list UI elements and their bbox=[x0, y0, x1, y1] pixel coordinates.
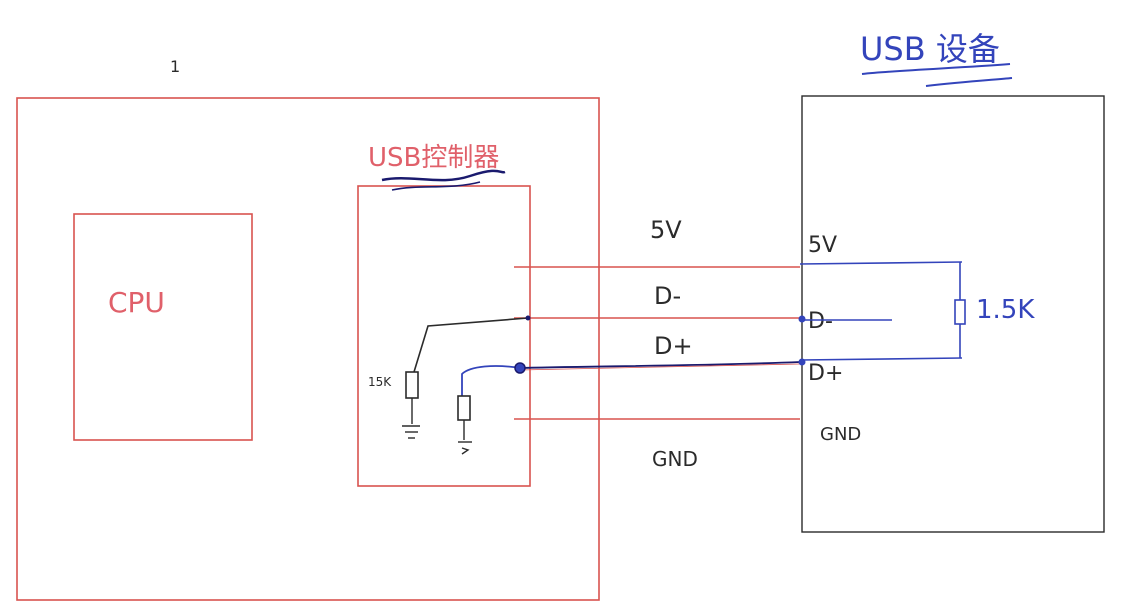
usb-device-box bbox=[801, 95, 1105, 533]
cpu-box bbox=[73, 213, 253, 441]
device-dplus-rail bbox=[799, 357, 963, 361]
pulldown-resistor-dminus bbox=[405, 371, 419, 399]
wire-label-5v: 5V bbox=[650, 216, 682, 244]
wire-dplus bbox=[519, 361, 801, 369]
pulldown-dplus-wire bbox=[461, 365, 521, 396]
device-label-dminus: D- bbox=[808, 309, 833, 334]
usb-controller-box bbox=[357, 185, 531, 487]
usb-controller-underline bbox=[381, 169, 506, 182]
host-box bbox=[16, 97, 600, 601]
pullup-label: 1.5K bbox=[976, 295, 1035, 325]
cpu-label: CPU bbox=[108, 286, 165, 319]
tick-mark: 1 bbox=[170, 57, 180, 76]
pulldown-resistor-dplus bbox=[457, 395, 471, 421]
pulldown-label: 15K bbox=[368, 375, 392, 389]
wire-label-dplus: D+ bbox=[654, 332, 693, 360]
usb-device-underline-2 bbox=[925, 77, 1013, 87]
device-label-5v: 5V bbox=[808, 233, 837, 258]
device-5v-rail bbox=[799, 261, 963, 265]
usb-device-title: USB 设备 bbox=[860, 30, 1000, 68]
wire-label-gnd: GND bbox=[652, 447, 698, 471]
device-label-dplus: D+ bbox=[808, 361, 843, 386]
pulldown-dminus-wire bbox=[413, 317, 529, 373]
wire-dplus-shadow bbox=[519, 363, 801, 371]
device-dminus-node bbox=[798, 315, 806, 323]
wire-label-dminus: D- bbox=[654, 282, 681, 310]
usb-controller-underline-2 bbox=[391, 181, 481, 191]
usb-device-underline-1 bbox=[861, 63, 1011, 75]
device-label-gnd: GND bbox=[820, 424, 861, 445]
device-dplus-node bbox=[798, 358, 806, 366]
ground-icon-dplus bbox=[458, 441, 472, 455]
pullup-resistor bbox=[954, 299, 966, 325]
ground-icon-dminus bbox=[402, 425, 420, 439]
host-dplus-node bbox=[514, 362, 526, 374]
usb-controller-label: USB控制器 bbox=[368, 143, 499, 173]
host-dminus-node bbox=[525, 315, 531, 321]
